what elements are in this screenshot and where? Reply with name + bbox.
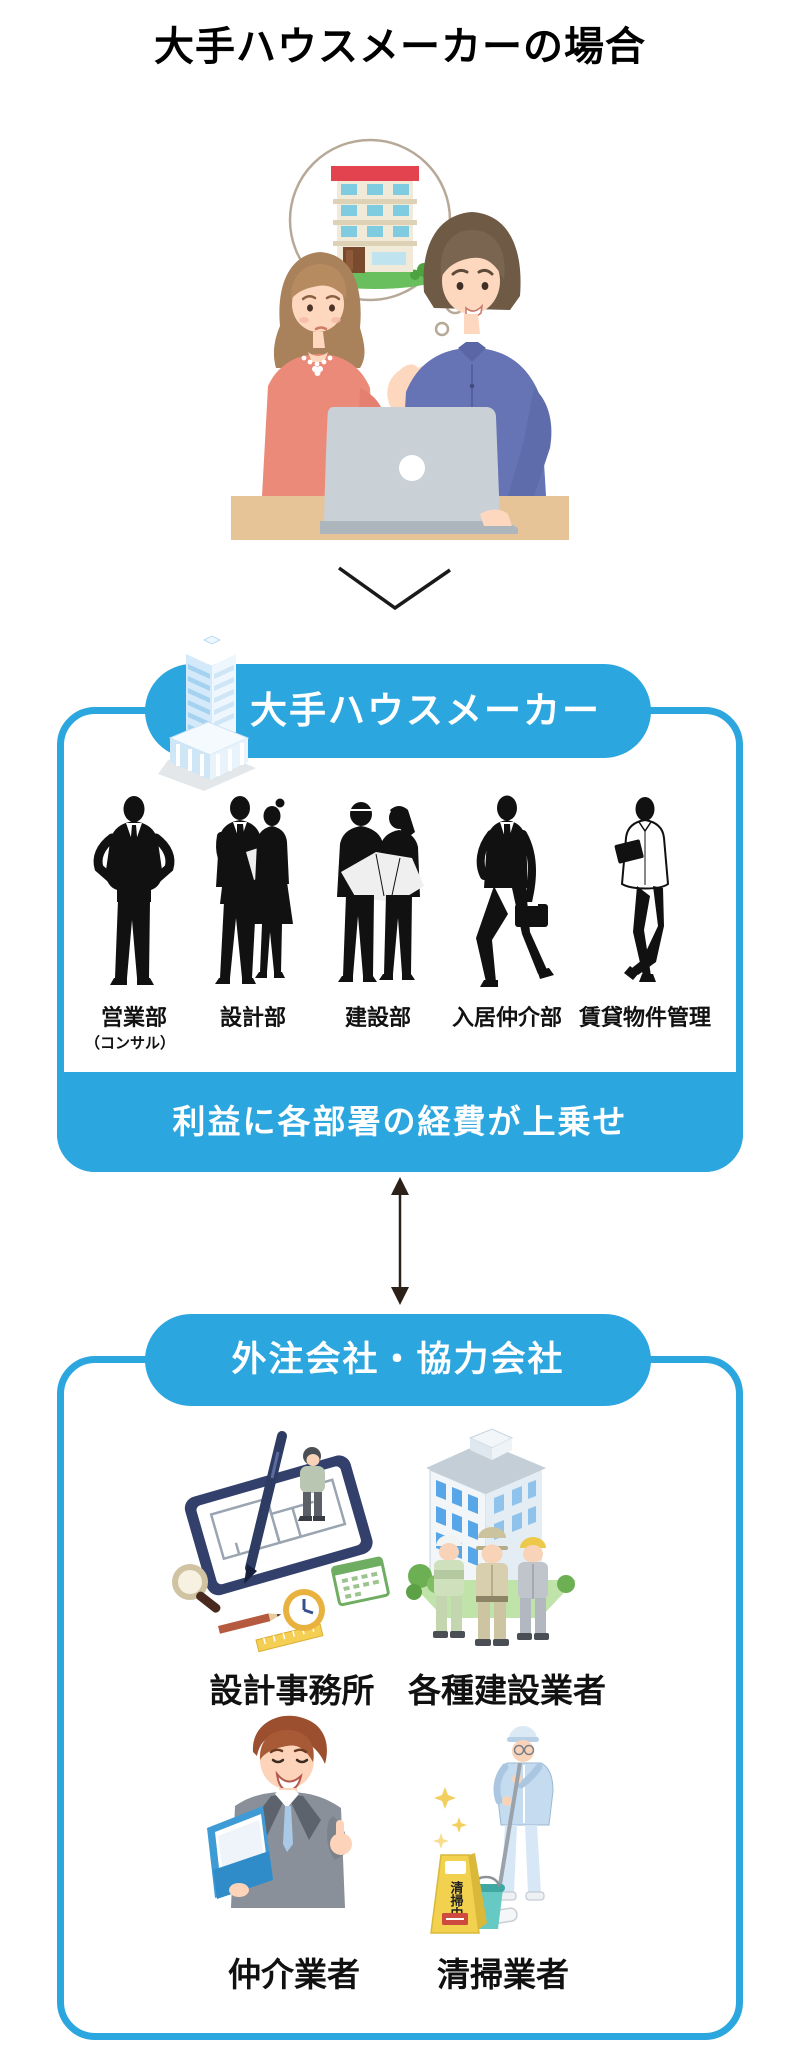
cleaning-sign: 清掃中 [430, 1853, 487, 1934]
designer-figure [298, 1447, 325, 1521]
worker-khaki [475, 1527, 509, 1646]
couple-thinking-illustration [231, 138, 569, 540]
sparkles [433, 1787, 467, 1849]
partner-label-design-office: 設計事務所 [209, 1672, 375, 1709]
dept-label-tenant-brokerage: 入居仲介部 [451, 1005, 563, 1030]
partner-label-broker: 仲介業者 [228, 1956, 360, 1993]
woman-figure [262, 252, 437, 496]
dept-label-rental-management: 賃貸物件管理 [578, 1005, 712, 1030]
page-title: 大手ハウスメーカーの場合 [154, 25, 646, 69]
chevron-down-icon [337, 566, 451, 611]
double-arrow-icon [391, 1177, 409, 1305]
silhouette-sales-dept [93, 796, 175, 985]
broker-icon [207, 1715, 352, 1908]
silhouette-construction-dept [337, 802, 424, 982]
partner-box-title: 外注会社・協力会社 [145, 1314, 651, 1406]
dept-label-design: 設計部 [219, 1005, 287, 1030]
cost-markup-banner: 利益に各部署の経費が上乗せ [57, 1072, 743, 1172]
design-office-icon [172, 1431, 390, 1653]
worker-green [433, 1535, 465, 1638]
department-silhouettes [93, 795, 670, 987]
partner-label-cleaning: 清掃業者 [437, 1956, 569, 1993]
dept-label-sales: 営業部 [100, 1005, 168, 1030]
cleaning-sign-text: 清掃中 [449, 1880, 464, 1921]
office-building-icon [158, 635, 256, 791]
cleaner-icon: 清掃中 [430, 1726, 554, 1934]
worker-gray [517, 1537, 549, 1640]
silhouette-design-dept [215, 796, 293, 984]
partner-box [57, 1356, 743, 2040]
partner-label-construction-companies: 各種建設業者 [408, 1672, 606, 1709]
construction-companies-icon [406, 1428, 576, 1646]
laptop-icon [320, 407, 518, 534]
open-folder [207, 1806, 273, 1899]
silhouette-rental-management [614, 797, 670, 982]
dept-label-construction: 建設部 [344, 1005, 412, 1030]
silhouette-tenant-brokerage-dept [476, 795, 554, 987]
thumbs-up-hand [330, 1820, 352, 1855]
dept-note-consulting: （コンサル） [84, 1035, 176, 1052]
